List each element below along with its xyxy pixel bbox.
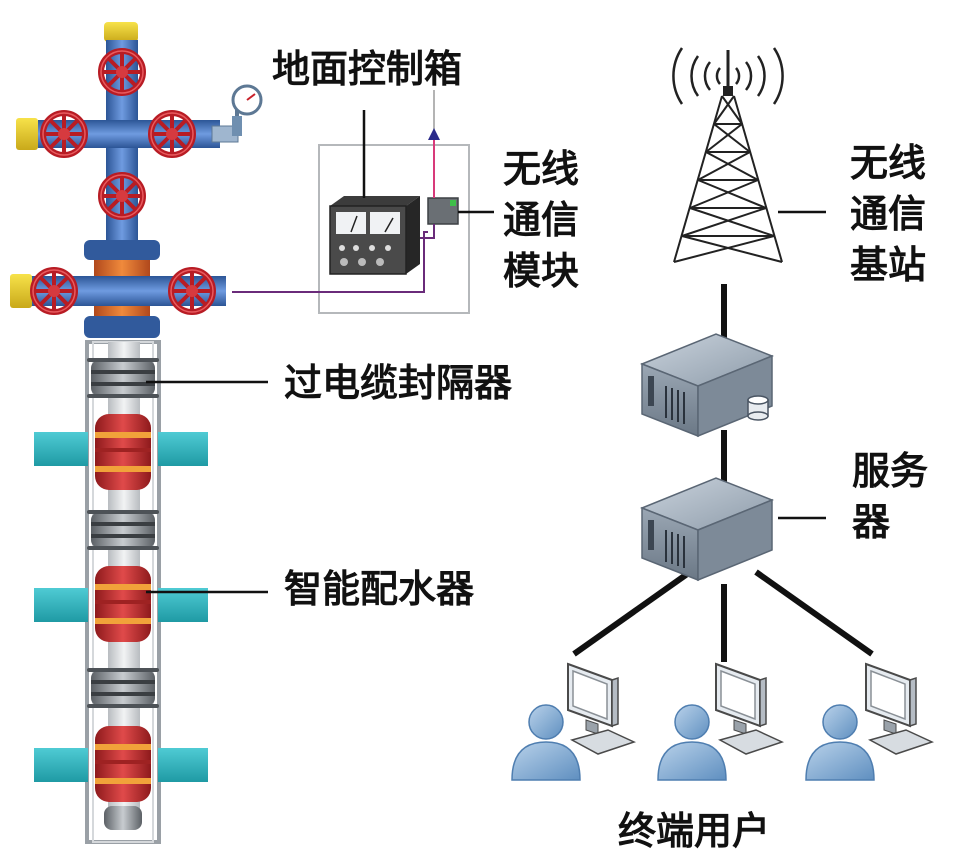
user-icon: [511, 704, 581, 781]
label-end-user: 终端用户: [618, 809, 771, 853]
bottom-plug: [104, 806, 142, 830]
valve-icon: [151, 113, 193, 155]
cable-packer-3: [87, 668, 159, 708]
injection-allocator-2: [95, 566, 151, 642]
valve-icon: [33, 270, 75, 312]
cable-packer-1: [87, 358, 159, 398]
injection-allocator-1: [95, 414, 151, 490]
server-icon: [641, 477, 773, 581]
antenna-arrow: [428, 128, 440, 140]
leader-lines: [146, 110, 826, 594]
radio-tower-icon: [672, 47, 784, 263]
label-wireless-module: 无线 通信 模块: [503, 144, 579, 297]
signal-cable: [232, 231, 428, 293]
valve-icon: [171, 270, 213, 312]
label-server-line: 器: [852, 500, 891, 544]
control-panel: [329, 196, 420, 275]
label-server: 服务 器: [852, 446, 928, 548]
label-cable-packer: 过电缆封隔器: [284, 361, 513, 405]
label-base-station-line: 通信: [850, 192, 927, 236]
computer-monitor-icon: [715, 663, 783, 755]
server-icon: [641, 333, 773, 437]
valve-icon: [101, 51, 143, 93]
label-wireless-module-line: 模块: [503, 249, 580, 293]
valve-icon: [43, 113, 85, 155]
well-assembly: [34, 340, 208, 844]
label-server-line: 服务: [852, 449, 929, 493]
label-wireless-module-line: 通信: [503, 198, 580, 242]
label-control-box: 地面控制箱: [272, 47, 463, 91]
label-wireless-module-line: 无线: [503, 147, 580, 191]
computer-monitor-icon: [567, 663, 635, 755]
label-injection-allocator: 智能配水器: [284, 567, 475, 611]
computer-monitor-icon: [865, 663, 933, 755]
user-icon: [805, 704, 875, 781]
pressure-gauge-icon: [231, 84, 263, 116]
formation-layers: [34, 432, 208, 782]
label-base-station-line: 基站: [850, 243, 927, 287]
user-icon: [657, 704, 727, 781]
valve-icon: [101, 175, 143, 217]
ground-control-box: [232, 90, 470, 314]
label-base-station: 无线 通信 基站: [850, 138, 926, 291]
wellhead: [10, 22, 263, 338]
cable-packer-2: [87, 510, 159, 550]
label-base-station-line: 无线: [850, 141, 927, 185]
injection-allocator-3: [95, 726, 151, 802]
top-cap: [104, 22, 138, 42]
database-icon: [747, 395, 769, 421]
